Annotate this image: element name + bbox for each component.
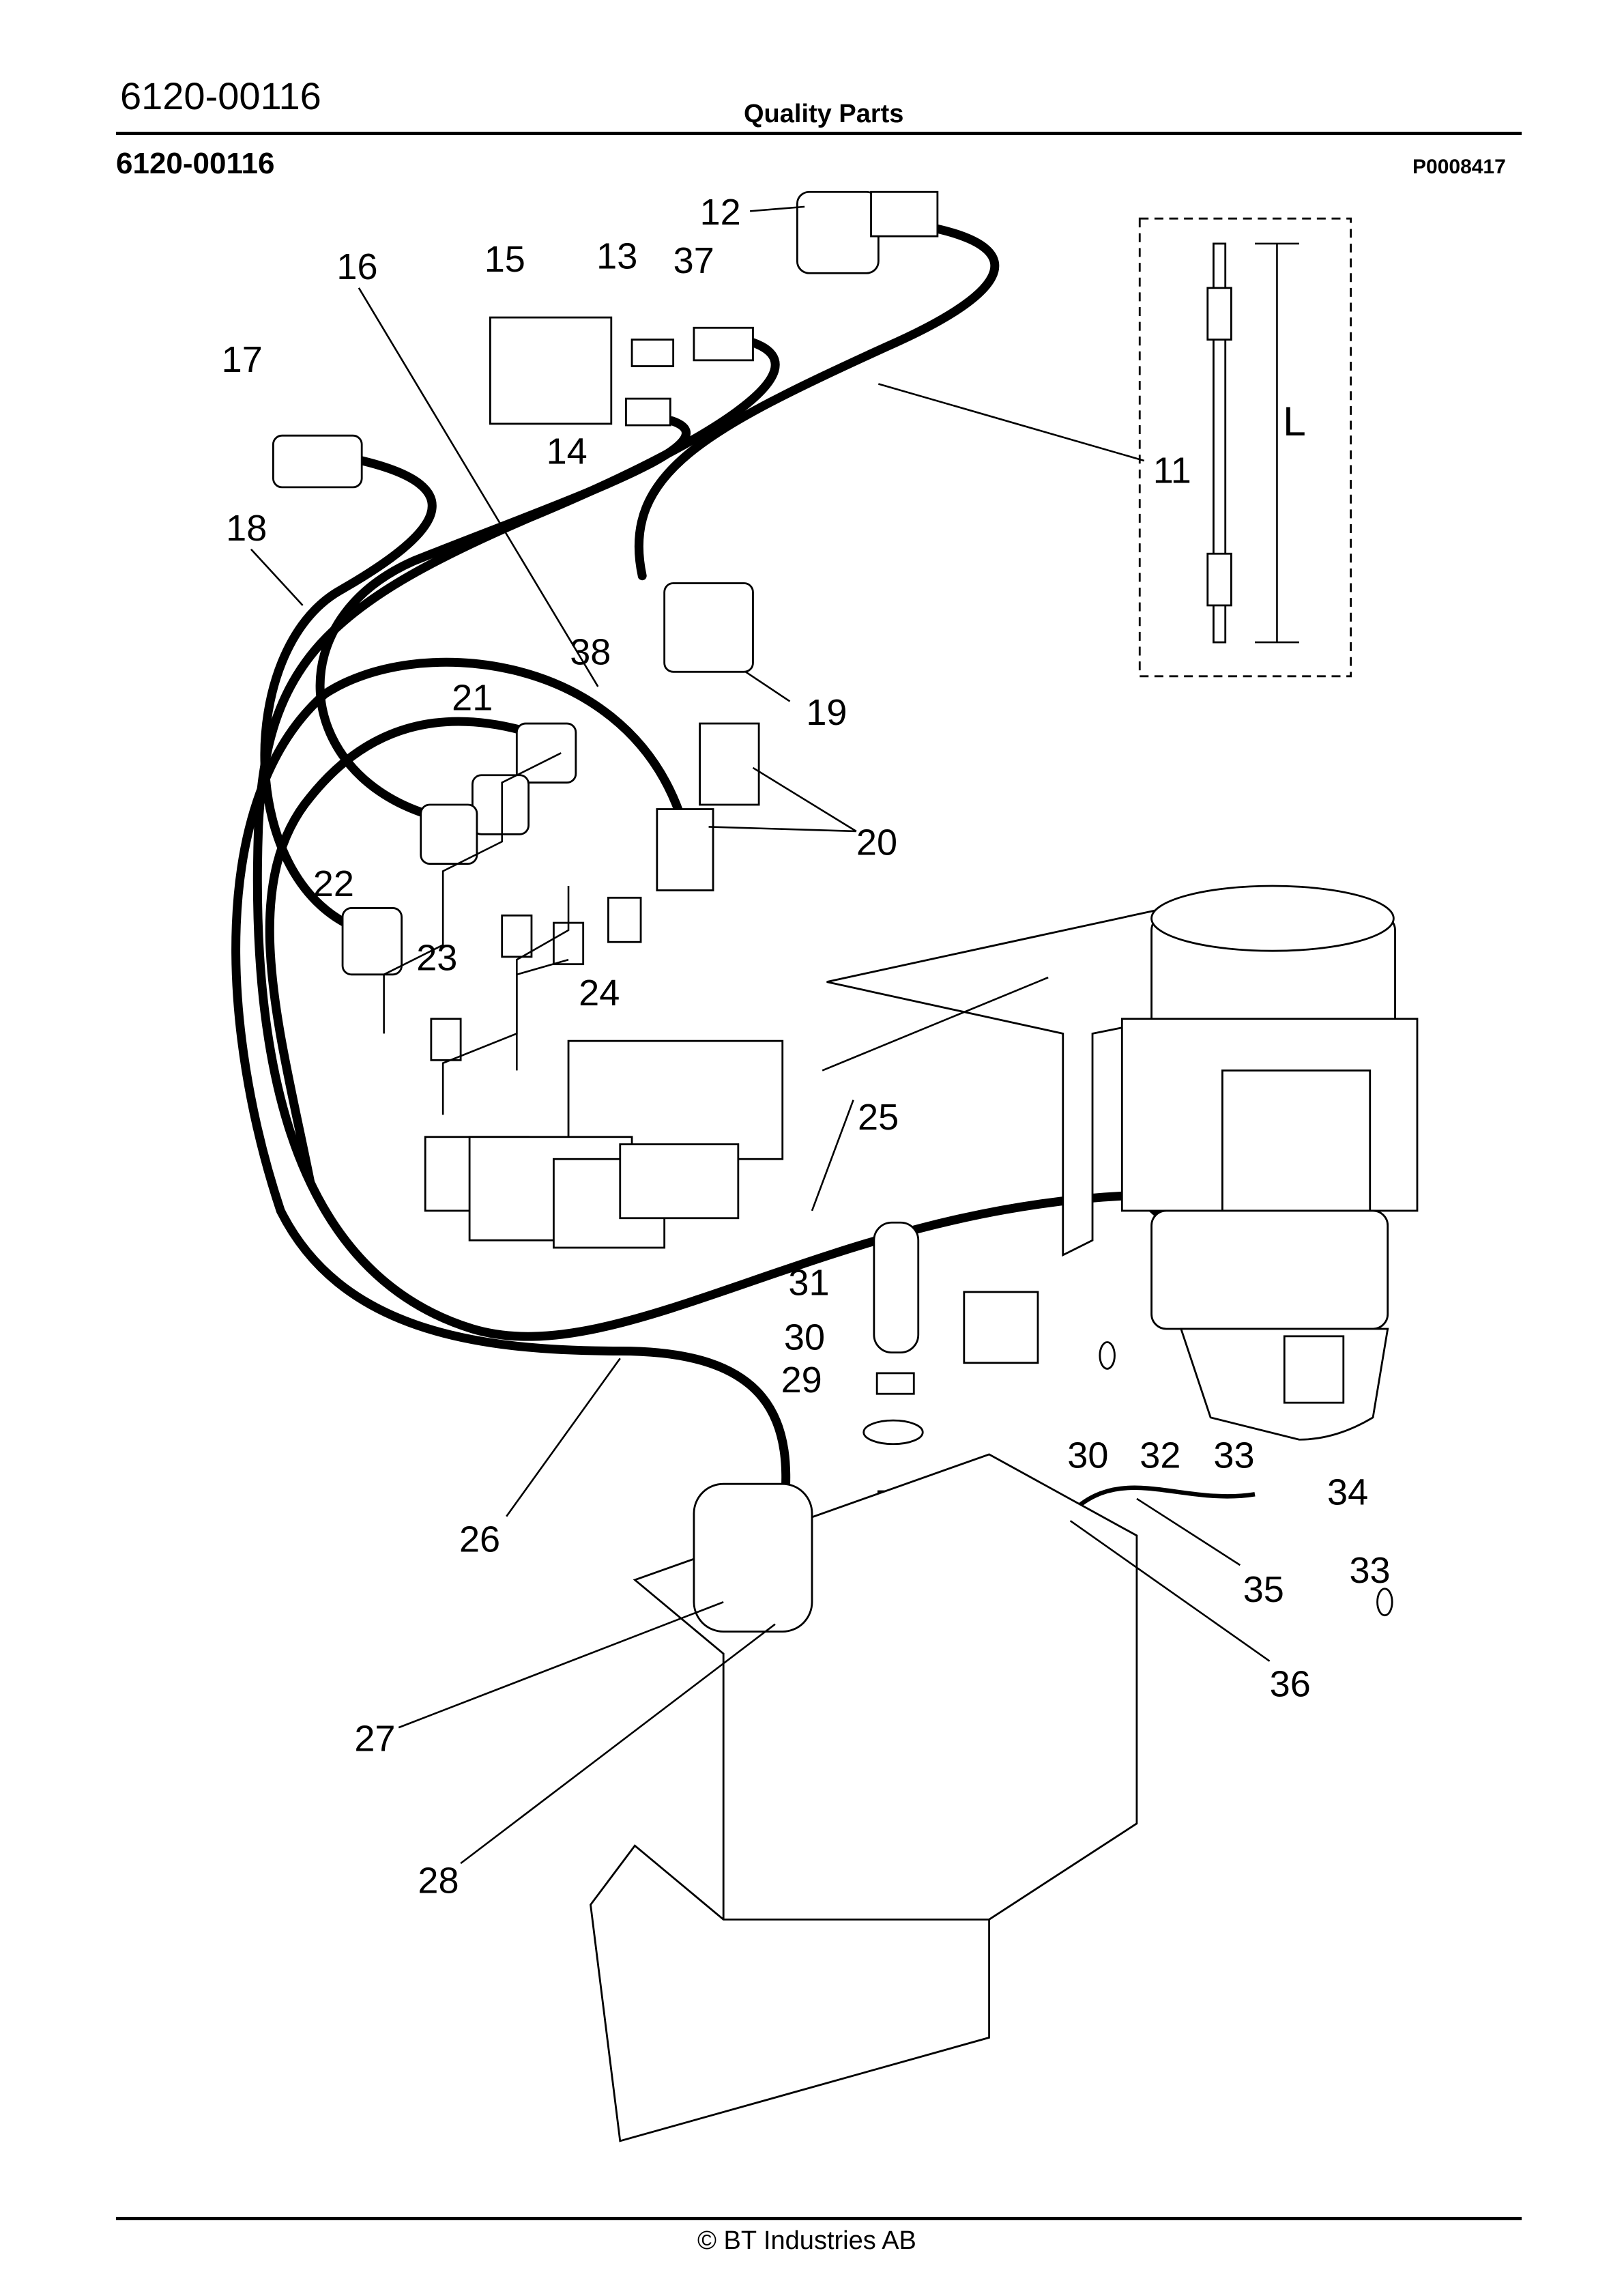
callout: 29 — [781, 1360, 822, 1401]
callout: 31 — [788, 1262, 829, 1303]
oil-tank — [590, 1453, 1138, 2142]
callout: 38 — [570, 632, 611, 673]
callout: 27 — [354, 1719, 395, 1760]
leader-lines — [250, 205, 1271, 1865]
callout: 30 — [784, 1317, 825, 1358]
callout: 33 — [1349, 1550, 1390, 1591]
callout: 21 — [452, 678, 493, 719]
hose-detail-inset: L — [1138, 217, 1352, 678]
callout: 36 — [1270, 1664, 1311, 1705]
hoses — [231, 224, 1289, 1525]
callout: 16 — [336, 246, 377, 287]
callout: 37 — [673, 240, 714, 281]
callout: 17 — [222, 339, 263, 380]
document-number: 6120-00116 — [120, 74, 321, 117]
callout: 24 — [579, 973, 620, 1014]
callout: 33 — [1213, 1435, 1254, 1476]
callout: 19 — [806, 692, 847, 733]
callout: 23 — [416, 937, 457, 978]
callout: 14 — [547, 431, 588, 472]
callout: 34 — [1327, 1472, 1368, 1512]
picture-id: P0008417 — [1412, 156, 1506, 178]
callout: 22 — [313, 863, 354, 904]
valve-block — [383, 752, 784, 1249]
brand-title: Quality Parts — [744, 100, 904, 128]
callout: 28 — [418, 1860, 459, 1901]
callout: 15 — [484, 239, 525, 280]
callout: 20 — [856, 822, 897, 863]
callout: 30 — [1067, 1435, 1108, 1476]
callout: 18 — [226, 508, 267, 549]
pump-motor — [822, 885, 1419, 1441]
callout: 26 — [459, 1519, 500, 1560]
copyright: © BT Industries AB — [697, 2226, 916, 2255]
callout: 25 — [858, 1097, 899, 1138]
fittings — [272, 190, 939, 1061]
part-number: 6120-00116 — [116, 147, 275, 180]
dimension-label: L — [1283, 398, 1306, 444]
header-divider — [116, 132, 1522, 135]
callout: 32 — [1140, 1435, 1180, 1476]
callout: 13 — [596, 236, 637, 277]
callout: 35 — [1243, 1569, 1284, 1610]
callout-labels: 12 16 15 13 37 17 14 11 18 38 21 19 20 2… — [222, 192, 1391, 1902]
callout: 12 — [700, 192, 741, 233]
footer-divider — [116, 2217, 1522, 2220]
callout: 11 — [1153, 450, 1191, 491]
